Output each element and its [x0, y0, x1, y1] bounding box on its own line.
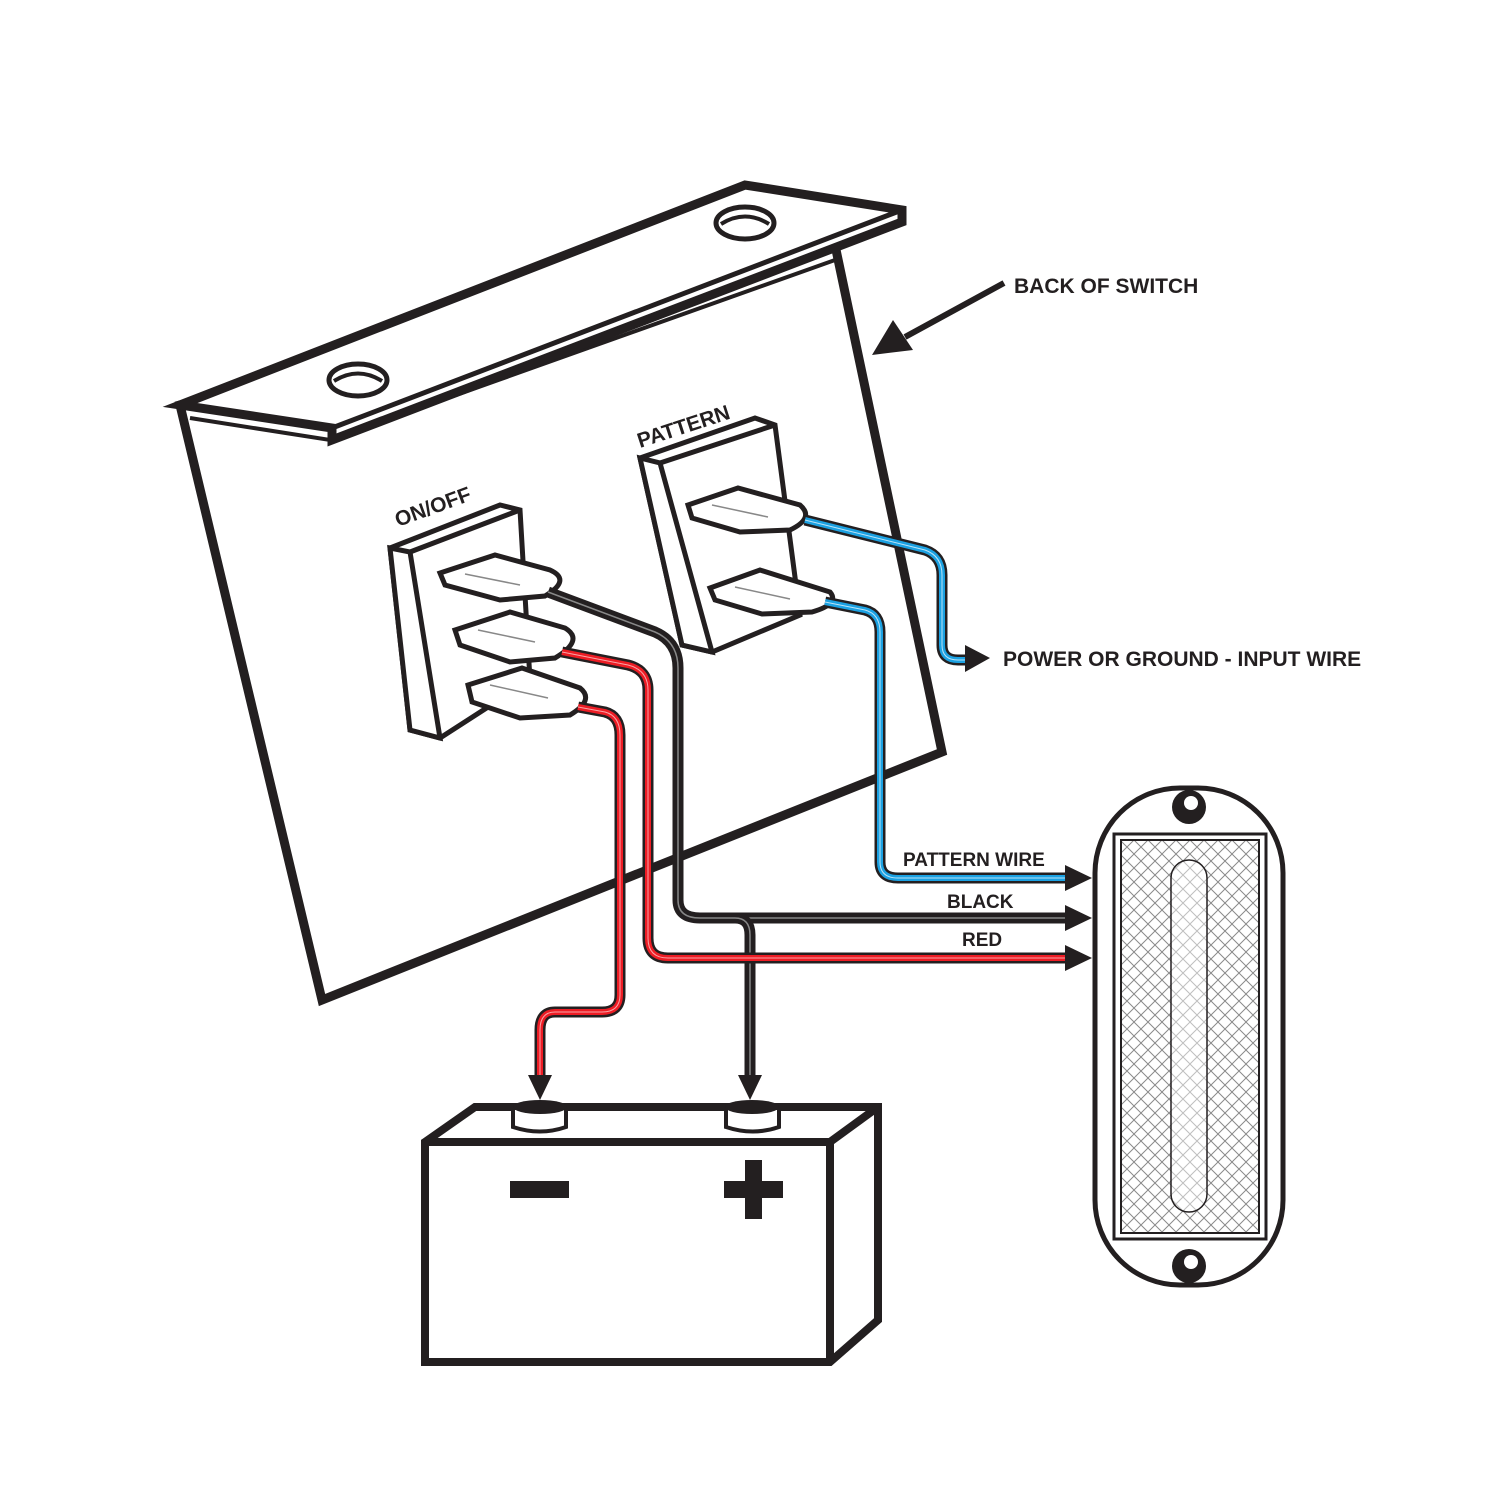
wire-red: [528, 701, 626, 1100]
back-of-switch-label: BACK OF SWITCH: [1014, 275, 1198, 298]
arrow-icon: [965, 645, 990, 672]
black-wire-label: BLACK: [947, 892, 1014, 913]
arrow-icon: [872, 320, 913, 355]
arrow-icon: [528, 1075, 552, 1100]
mounting-hole: [713, 204, 777, 242]
wire-blue: POWER OR GROUND - INPUT WIRE: [803, 514, 1361, 672]
input-wire-label: POWER OR GROUND - INPUT WIRE: [1003, 648, 1361, 671]
battery-positive-terminal: [724, 1100, 781, 1134]
arrow-icon: [1065, 865, 1092, 891]
arrow-icon: [1065, 945, 1092, 971]
screw-hole-icon: [1172, 790, 1206, 824]
arrow-icon: [1065, 905, 1092, 931]
light-module: [1092, 785, 1286, 1288]
on-off-switch: ON/OFF: [387, 483, 589, 742]
pattern-switch: PATTERN: [634, 401, 836, 656]
back-of-switch-callout: BACK OF SWITCH: [872, 275, 1198, 355]
battery-negative-terminal: [511, 1100, 568, 1134]
minus-icon: [510, 1181, 569, 1198]
battery: [421, 1100, 882, 1366]
wire-black: [546, 586, 1092, 1100]
wire-blue: PATTERN WIRE: [823, 596, 1092, 891]
plus-icon: [724, 1160, 783, 1219]
terminal: [684, 485, 809, 535]
terminal: [436, 552, 563, 603]
pattern-wire-label: PATTERN WIRE: [903, 850, 1045, 871]
screw-hole-icon: [1172, 1249, 1206, 1283]
arrow-icon: [738, 1075, 762, 1100]
terminal: [465, 665, 589, 721]
red-wire-label: RED: [962, 930, 1002, 951]
terminal: [451, 609, 576, 665]
mounting-hole: [326, 361, 390, 399]
wire-red: [560, 646, 1092, 971]
